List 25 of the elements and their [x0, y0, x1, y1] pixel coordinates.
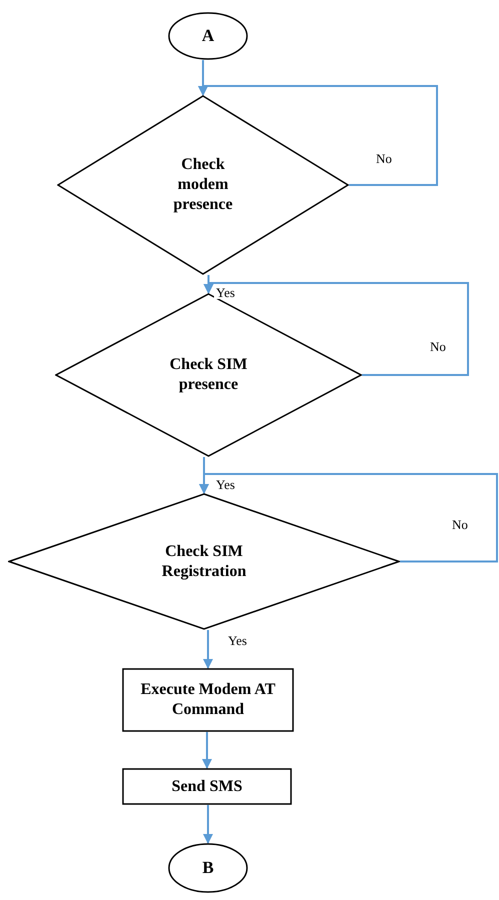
- flow-arrow: [203, 805, 213, 844]
- node-text: Check SIM presence: [168, 355, 248, 395]
- connector-circle: [168, 843, 248, 893]
- node-text: B: [201, 857, 215, 879]
- flow-arrow: [203, 630, 213, 669]
- node-text: Check modem presence: [172, 155, 234, 215]
- process-box: [122, 668, 294, 732]
- edge-label: Yes: [226, 634, 249, 647]
- edge-label: No: [428, 340, 448, 353]
- edge-label: Yes: [214, 286, 237, 299]
- edge-label: Yes: [214, 478, 237, 491]
- flow-arrow: [198, 85, 438, 186]
- flow-arrow: [202, 732, 212, 769]
- flow-arrow: [204, 282, 469, 376]
- node-text: Execute Modem AT Command: [140, 680, 276, 720]
- flow-arrow: [199, 473, 498, 562]
- edge-label: No: [450, 518, 470, 531]
- node-text: Send SMS: [170, 776, 244, 796]
- node-text: A: [200, 25, 216, 47]
- connector-circle: [168, 12, 248, 60]
- edge-label: No: [374, 152, 394, 165]
- node-text: Check SIM Registration: [160, 542, 248, 582]
- process-box: [122, 768, 292, 805]
- decision-diamond: [8, 493, 400, 630]
- decision-diamond: [57, 95, 349, 275]
